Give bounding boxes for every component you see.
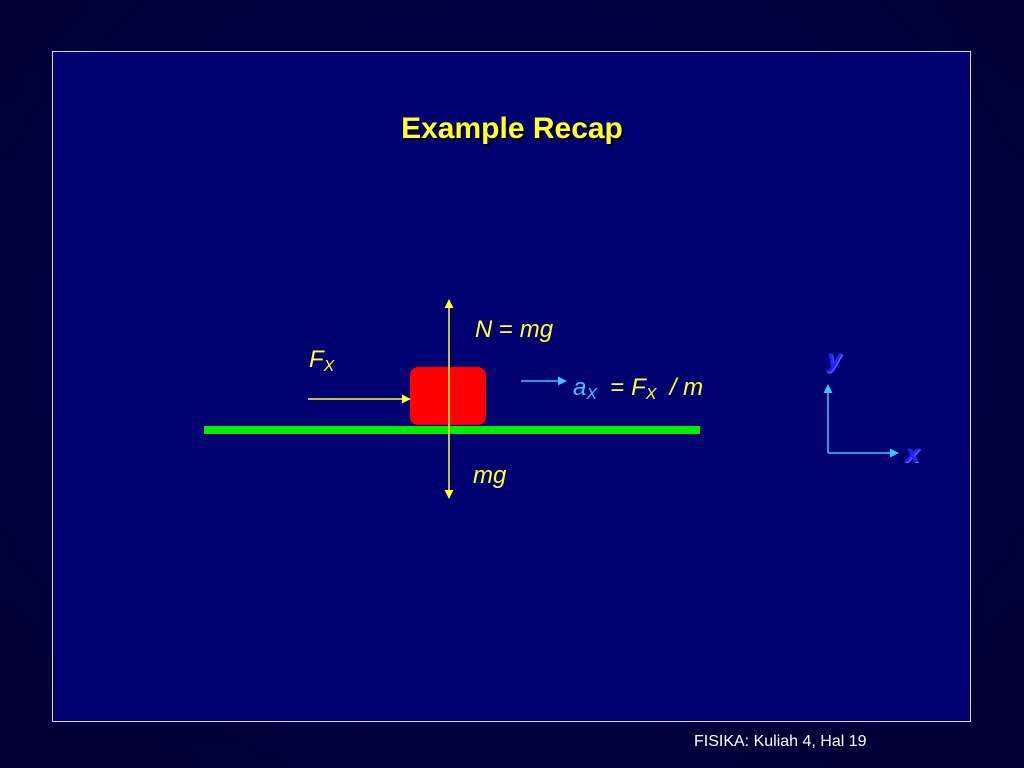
weight-force-label: mg	[473, 462, 507, 489]
y-axis-label: y	[827, 343, 842, 373]
slide-title: Example Recap	[401, 112, 623, 145]
acceleration-equation: aX = FX / m	[573, 374, 704, 403]
normal-force-label: N = mg	[475, 316, 554, 343]
applied-force-label: FX	[309, 346, 335, 375]
slide-footer: FISIKA: Kuliah 4, Hal 19	[694, 733, 867, 750]
x-axis-label: x	[905, 438, 920, 468]
red-block	[410, 367, 486, 425]
slide-frame	[52, 51, 971, 722]
